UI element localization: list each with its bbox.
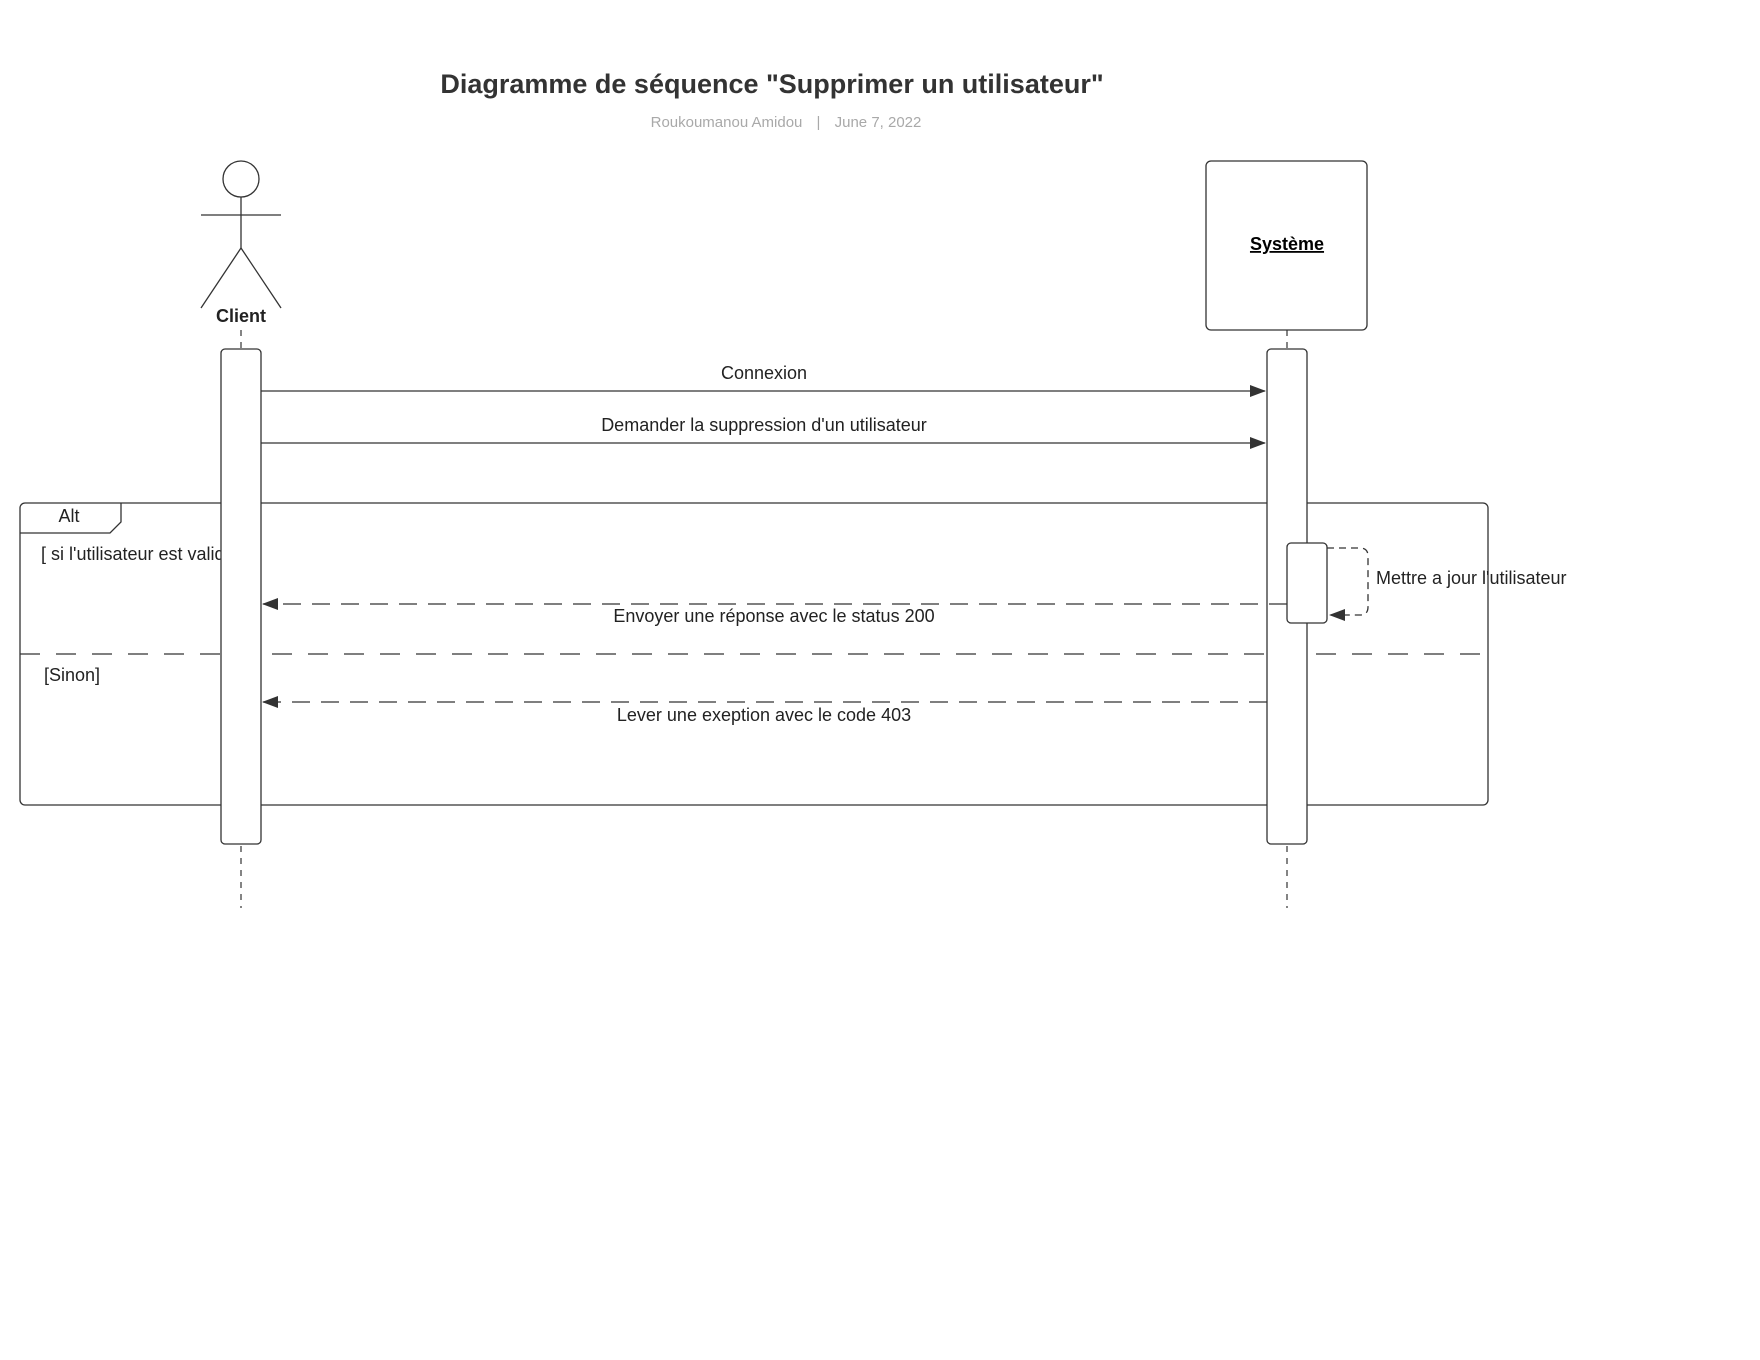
system-label: Système [1250, 234, 1324, 254]
message-connexion: Connexion [261, 363, 1266, 397]
actor-right-leg [240, 247, 282, 309]
page-title: Diagramme de séquence "Supprimer un util… [440, 69, 1103, 99]
alt-guard-else: [Sinon] [44, 665, 100, 685]
message-label: Demander la suppression d'un utilisateur [601, 415, 927, 435]
message-response-200: Envoyer une réponse avec le status 200 [262, 598, 1287, 626]
message-update-user: Mettre a jour l'utilisateur [1327, 547, 1567, 621]
meta-separator: | [817, 114, 821, 131]
alt-fragment: Alt [ si l'utilisateur est valid [Sinon] [19, 502, 1489, 806]
alt-guard-valid: [ si l'utilisateur est valid [41, 544, 225, 564]
message-label: Mettre a jour l'utilisateur [1376, 568, 1567, 588]
page-meta: Roukoumanou Amidou | June 7, 2022 [651, 114, 922, 131]
client-activation-bar [220, 348, 262, 845]
message-delete-request: Demander la suppression d'un utilisateur [261, 415, 1266, 449]
author-name: Roukoumanou Amidou [651, 114, 803, 131]
client-actor[interactable]: Client [200, 160, 282, 326]
message-label: Lever une exeption avec le code 403 [617, 705, 911, 725]
alt-operator-tab [20, 503, 122, 534]
alt-operator-label: Alt [58, 506, 79, 526]
message-exception-403: Lever une exeption avec le code 403 [262, 696, 1267, 725]
system-object-box [1205, 160, 1368, 331]
actor-left-leg [200, 247, 242, 309]
system-object[interactable]: Système [1205, 160, 1368, 331]
message-label: Envoyer une réponse avec le status 200 [613, 606, 934, 626]
message-label: Connexion [721, 363, 807, 383]
client-label: Client [216, 306, 266, 326]
actor-head [222, 160, 260, 198]
system-nested-activation [1286, 542, 1328, 624]
diagram-date: June 7, 2022 [835, 114, 922, 131]
